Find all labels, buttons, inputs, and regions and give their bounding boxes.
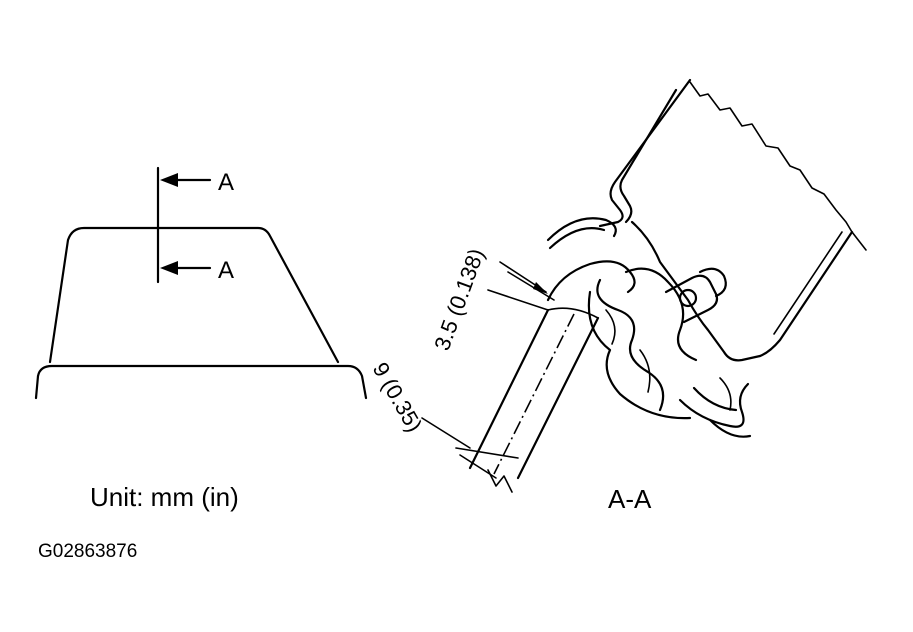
section-marker-bottom: A: [218, 257, 234, 284]
dimension-small: 3.5 (0.138): [429, 245, 489, 354]
section-view-label: A-A: [608, 484, 652, 514]
unit-label: Unit: mm (in): [90, 482, 239, 512]
section-marker-top: A: [218, 169, 234, 196]
figure-id: G02863876: [38, 541, 137, 562]
dimension-small-lines: [487, 261, 555, 311]
part-outline: [34, 226, 368, 400]
section-arrow-top: [160, 173, 212, 187]
section-arrow-bottom: [160, 261, 212, 275]
section-view-drawing: [468, 78, 867, 493]
dimension-large: 9 (0.35): [368, 358, 428, 436]
dimension-large-lines: [421, 417, 519, 479]
